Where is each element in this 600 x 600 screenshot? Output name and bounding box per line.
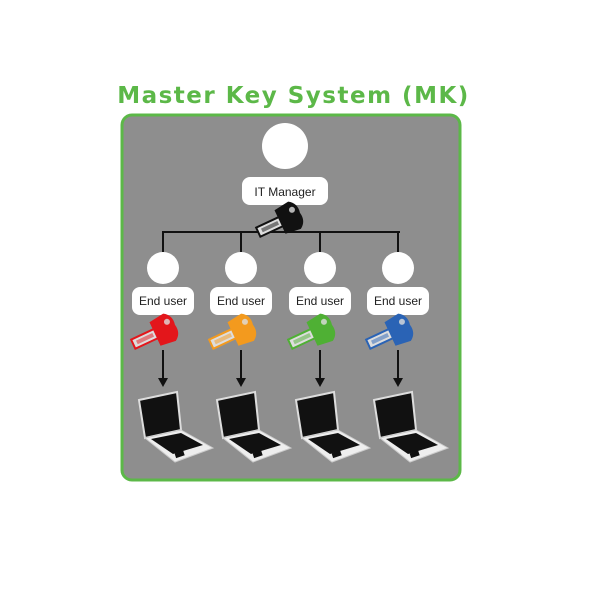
arrow-head-icon [158, 378, 168, 387]
manager-label-box [242, 177, 328, 205]
manager-node: IT Manager [242, 123, 328, 205]
user-label-box [132, 287, 194, 315]
hierarchy-lines [162, 231, 400, 252]
laptop-icon [215, 390, 293, 463]
user-label: End user [374, 294, 422, 308]
user-key-icon [129, 313, 179, 351]
arrow-head-icon [393, 378, 403, 387]
user-label: End user [296, 294, 344, 308]
arrow-head-icon [236, 378, 246, 387]
end-user-node: End user [364, 252, 450, 463]
master-key-icon [254, 201, 304, 239]
laptop-icon [137, 390, 215, 463]
user-label-box [210, 287, 272, 315]
user-avatar-icon [382, 252, 414, 284]
user-label: End user [217, 294, 265, 308]
arrow-head-icon [315, 378, 325, 387]
user-key-icon [364, 313, 414, 351]
user-label-box [289, 287, 351, 315]
user-avatar-icon [147, 252, 179, 284]
end-user-node: End user [286, 252, 372, 463]
end-user-node: End user [207, 252, 293, 463]
user-avatar-icon [304, 252, 336, 284]
end-user-node: End user [129, 252, 215, 463]
user-label: End user [139, 294, 187, 308]
laptop-icon [294, 390, 372, 463]
laptop-icon [372, 390, 450, 463]
user-avatar-icon [225, 252, 257, 284]
diagram-title: Master Key System (MK) [117, 83, 470, 109]
user-label-box [367, 287, 429, 315]
master-key [254, 201, 304, 239]
manager-avatar-icon [262, 123, 308, 169]
manager-label: IT Manager [254, 185, 315, 199]
user-key-icon [286, 313, 336, 351]
user-key-icon [207, 313, 257, 351]
